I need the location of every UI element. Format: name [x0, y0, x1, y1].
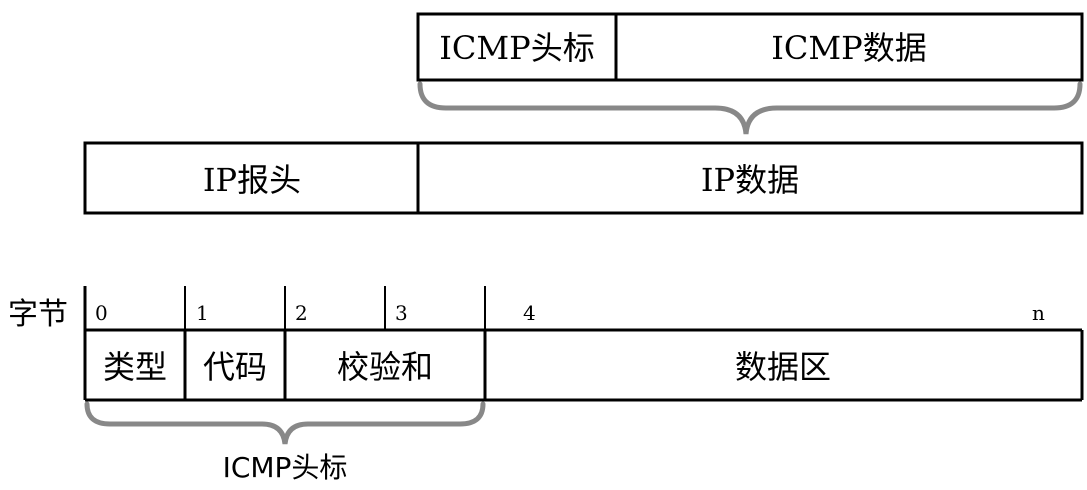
field-type: 类型: [103, 348, 167, 386]
icmp-header-brace: [84, 401, 486, 445]
icmp-header-brace-label: ICMP头标: [223, 451, 348, 484]
byte-label-4: 4: [523, 301, 536, 325]
ip-data-label: IP数据: [701, 161, 799, 199]
byte-label-n: n: [1032, 301, 1045, 325]
byte-label-2: 2: [295, 301, 308, 325]
ip-packet-outline: [83, 141, 1084, 215]
field-checksum: 校验和: [337, 348, 433, 386]
field-data-area: 数据区: [735, 348, 831, 386]
byte-axis-label: 字节: [8, 297, 68, 332]
byte-label-1: 1: [196, 301, 209, 325]
field-code: 代码: [203, 348, 267, 386]
byte-label-0: 0: [95, 301, 108, 325]
icmp-packet-outline: [416, 12, 1084, 82]
ip-header-label: IP报头: [203, 161, 301, 199]
ip-packet-box: IP报头 IP数据: [83, 141, 1084, 215]
icmp-to-ip-brace: [417, 81, 1083, 135]
icmp-format: 字节 0 1 2 3 4 n 类型 代码 校验和 数据区 ICMP头标: [8, 286, 1084, 484]
icmp-data-label: ICMP数据: [771, 29, 926, 67]
icmp-header-label: ICMP头标: [439, 29, 594, 67]
icmp-packet-box: ICMP头标 ICMP数据: [416, 12, 1084, 82]
byte-label-3: 3: [395, 301, 408, 325]
